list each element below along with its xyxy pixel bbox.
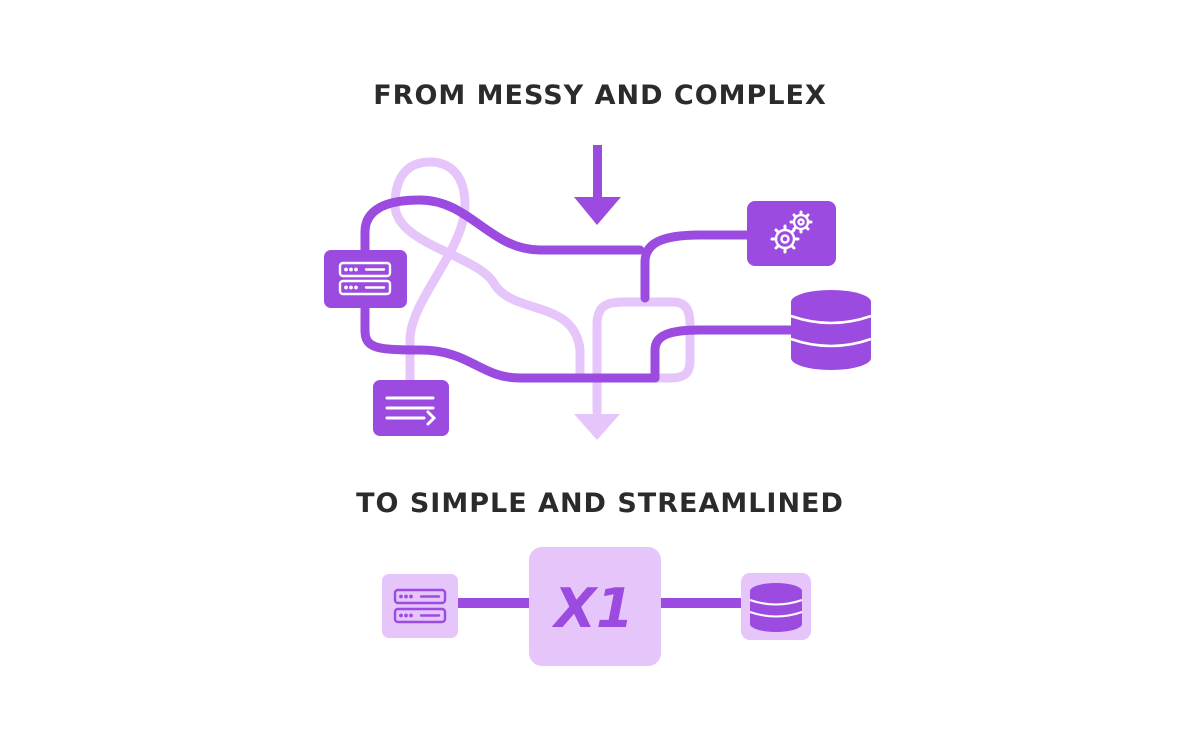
messy-light-paths [390, 157, 695, 417]
dark-path-top [360, 195, 645, 255]
dark-path-to-database [650, 325, 800, 383]
x1-logo-text: X1 [551, 577, 633, 640]
arrow-down-icon [574, 414, 620, 440]
streamlined-connectors [457, 598, 743, 608]
document-icon [373, 380, 449, 436]
database-icon [790, 290, 872, 370]
dark-path-bottom [360, 300, 660, 383]
dark-path-to-gears [640, 230, 757, 303]
messy-dark-paths [360, 195, 800, 383]
arrow-down-icon [574, 145, 621, 225]
server-icon [324, 250, 407, 308]
light-path-right [592, 297, 695, 417]
server-icon [382, 574, 458, 638]
heading-to-simple: TO SIMPLE AND STREAMLINED [356, 488, 844, 519]
light-path-left [390, 157, 585, 385]
database-icon [741, 573, 811, 640]
heading-from-messy: FROM MESSY AND COMPLEX [373, 80, 827, 111]
gears-icon [747, 201, 836, 266]
x1-logo: X1 [529, 547, 661, 666]
